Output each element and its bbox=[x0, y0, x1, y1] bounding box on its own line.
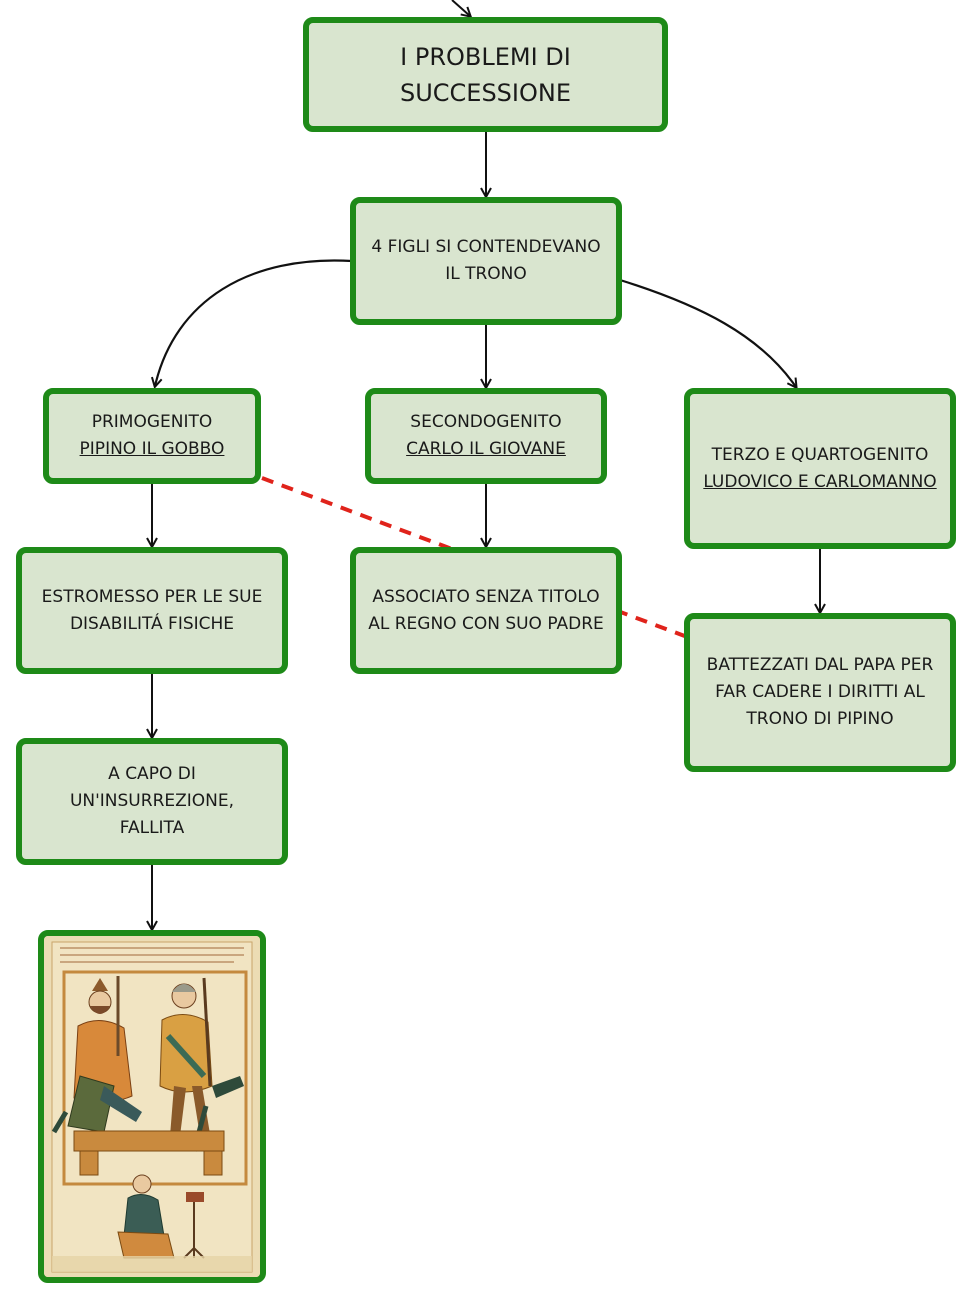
node-estromesso-line2: DISABILITÁ FISICHE bbox=[69, 613, 235, 634]
node-ludovico: TERZO E QUARTOGENITO LUDOVICO E CARLOMAN… bbox=[684, 388, 956, 549]
node-associato-line2: AL REGNO CON SUO PADRE bbox=[368, 613, 604, 634]
node-associato-line1: ASSOCIATO SENZA TITOLO bbox=[372, 586, 600, 607]
arrow-heirs-to-pipino bbox=[155, 259, 353, 386]
node-heirs-line1: 4 FIGLI SI CONTENDEVANO bbox=[371, 237, 601, 257]
node-pipino: PRIMOGENITO PIPINO IL GOBBO bbox=[43, 388, 261, 484]
node-battezzati-line3: TRONO DI PIPINO bbox=[746, 709, 894, 729]
node-title-line2: SUCCESSIONE bbox=[399, 78, 572, 107]
node-heirs-line2: IL TRONO bbox=[445, 264, 527, 284]
node-battezzati: BATTEZZATI DAL PAPA PER FAR CADERE I DIR… bbox=[684, 613, 956, 772]
scribe-figure bbox=[117, 1174, 205, 1259]
node-title: I PROBLEMI DI SUCCESSIONE bbox=[303, 17, 668, 132]
arrow-incoming-top bbox=[451, 0, 470, 16]
node-ludovico-line1: TERZO E QUARTOGENITO bbox=[711, 444, 929, 465]
manuscript-image bbox=[38, 930, 266, 1283]
node-battezzati-line2: FAR CADERE I DIRITTI AL bbox=[715, 682, 925, 702]
right-figure bbox=[159, 977, 244, 1152]
node-insurrezione-line3: FALLITA bbox=[119, 818, 185, 838]
node-heirs: 4 FIGLI SI CONTENDEVANO IL TRONO bbox=[350, 197, 622, 325]
node-associato: ASSOCIATO SENZA TITOLO AL REGNO CON SUO … bbox=[350, 547, 622, 674]
manuscript-illustration bbox=[44, 936, 260, 1277]
node-pipino-line1: PRIMOGENITO bbox=[91, 412, 213, 432]
node-insurrezione-line1: A CAPO DI bbox=[108, 764, 196, 784]
node-estromesso-line1: ESTROMESSO PER LE SUE bbox=[41, 586, 263, 607]
node-pipino-line2: PIPINO IL GOBBO bbox=[79, 439, 225, 459]
node-estromesso: ESTROMESSO PER LE SUE DISABILITÁ FISICHE bbox=[16, 547, 288, 674]
arrow-heirs-to-ludovico bbox=[619, 278, 796, 387]
node-battezzati-line1: BATTEZZATI DAL PAPA PER bbox=[706, 655, 934, 675]
node-carlo-line1: SECONDOGENITO bbox=[410, 412, 562, 432]
node-carlo: SECONDOGENITO CARLO IL GIOVANE bbox=[365, 388, 607, 484]
node-insurrezione: A CAPO DI UN'INSURREZIONE, FALLITA bbox=[16, 738, 288, 865]
node-ludovico-line2: LUDOVICO E CARLOMANNO bbox=[703, 471, 937, 492]
node-insurrezione-line2: UN'INSURREZIONE, bbox=[69, 791, 235, 811]
left-king-figure bbox=[51, 976, 142, 1134]
node-title-line1: I PROBLEMI DI bbox=[400, 42, 571, 71]
node-carlo-line2: CARLO IL GIOVANE bbox=[406, 439, 566, 459]
